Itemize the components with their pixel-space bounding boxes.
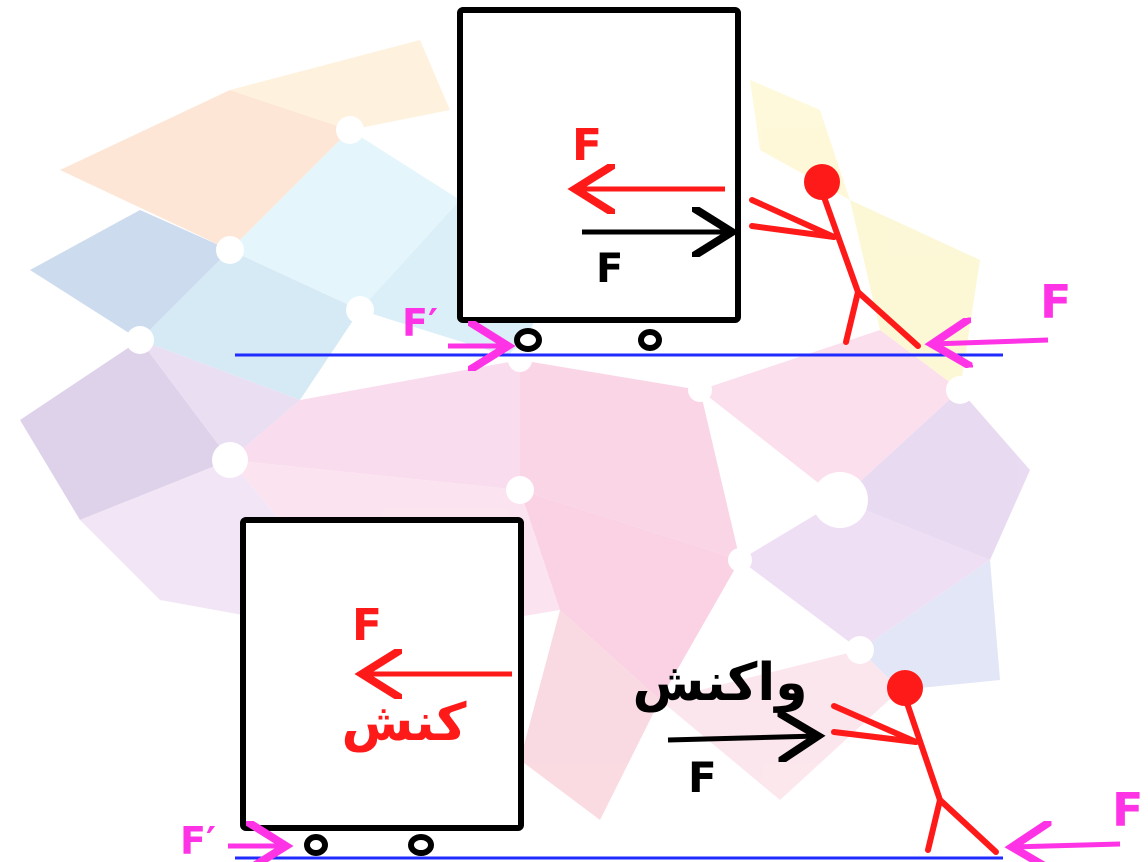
bottom-reaction-label: واکنش xyxy=(632,653,807,713)
top-ground-force-person-label: F xyxy=(1040,275,1071,329)
bottom-force-on-person-arrow xyxy=(667,736,818,740)
bottom-ground-force-person-arrow xyxy=(1012,844,1121,847)
bottom-wheel-right xyxy=(408,834,434,856)
top-ground-force-person-arrow xyxy=(932,340,1049,344)
top-person-figure xyxy=(749,164,921,349)
bottom-scene: F کنش واکنش F F F′ xyxy=(180,517,1143,862)
top-ground-force-box-label: F′ xyxy=(402,301,438,345)
bottom-force-on-box-label: F xyxy=(352,600,382,651)
top-force-on-box-label: F xyxy=(596,246,623,292)
bottom-wheel-left xyxy=(304,834,328,856)
bottom-action-label: کنش xyxy=(342,693,468,753)
top-force-on-person-label: F xyxy=(572,120,602,171)
bottom-person-figure xyxy=(831,670,999,855)
bottom-ground-force-person-label: F xyxy=(1112,783,1143,837)
top-wheel-right xyxy=(638,329,662,351)
bottom-force-on-person-text: F xyxy=(688,753,717,802)
top-scene: F F F F′ xyxy=(235,7,1071,355)
top-wheel-left xyxy=(514,328,542,352)
bottom-ground-force-box-label: F′ xyxy=(180,819,216,862)
